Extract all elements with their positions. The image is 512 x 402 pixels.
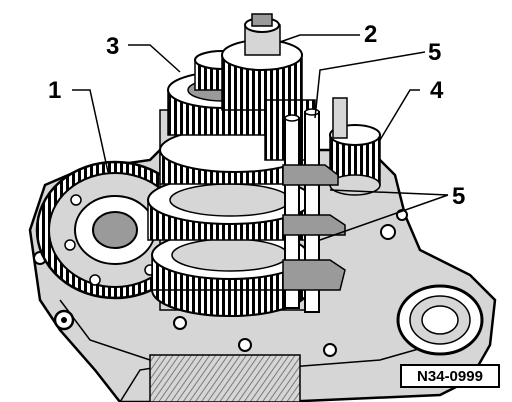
callout-leader-lines	[72, 34, 449, 241]
callout-2: 2	[364, 21, 377, 48]
housing-bolt-holes	[33, 209, 408, 357]
figure-reference-code: N34-0999	[400, 364, 500, 388]
callout-3: 3	[106, 33, 119, 60]
callout-4: 4	[430, 77, 444, 104]
callout-5-lower: 5	[452, 183, 465, 210]
callout-1: 1	[48, 77, 61, 104]
callout-5-upper: 5	[428, 39, 441, 66]
bearing-opening	[396, 284, 484, 356]
selector-rods-with-forks	[282, 108, 346, 313]
